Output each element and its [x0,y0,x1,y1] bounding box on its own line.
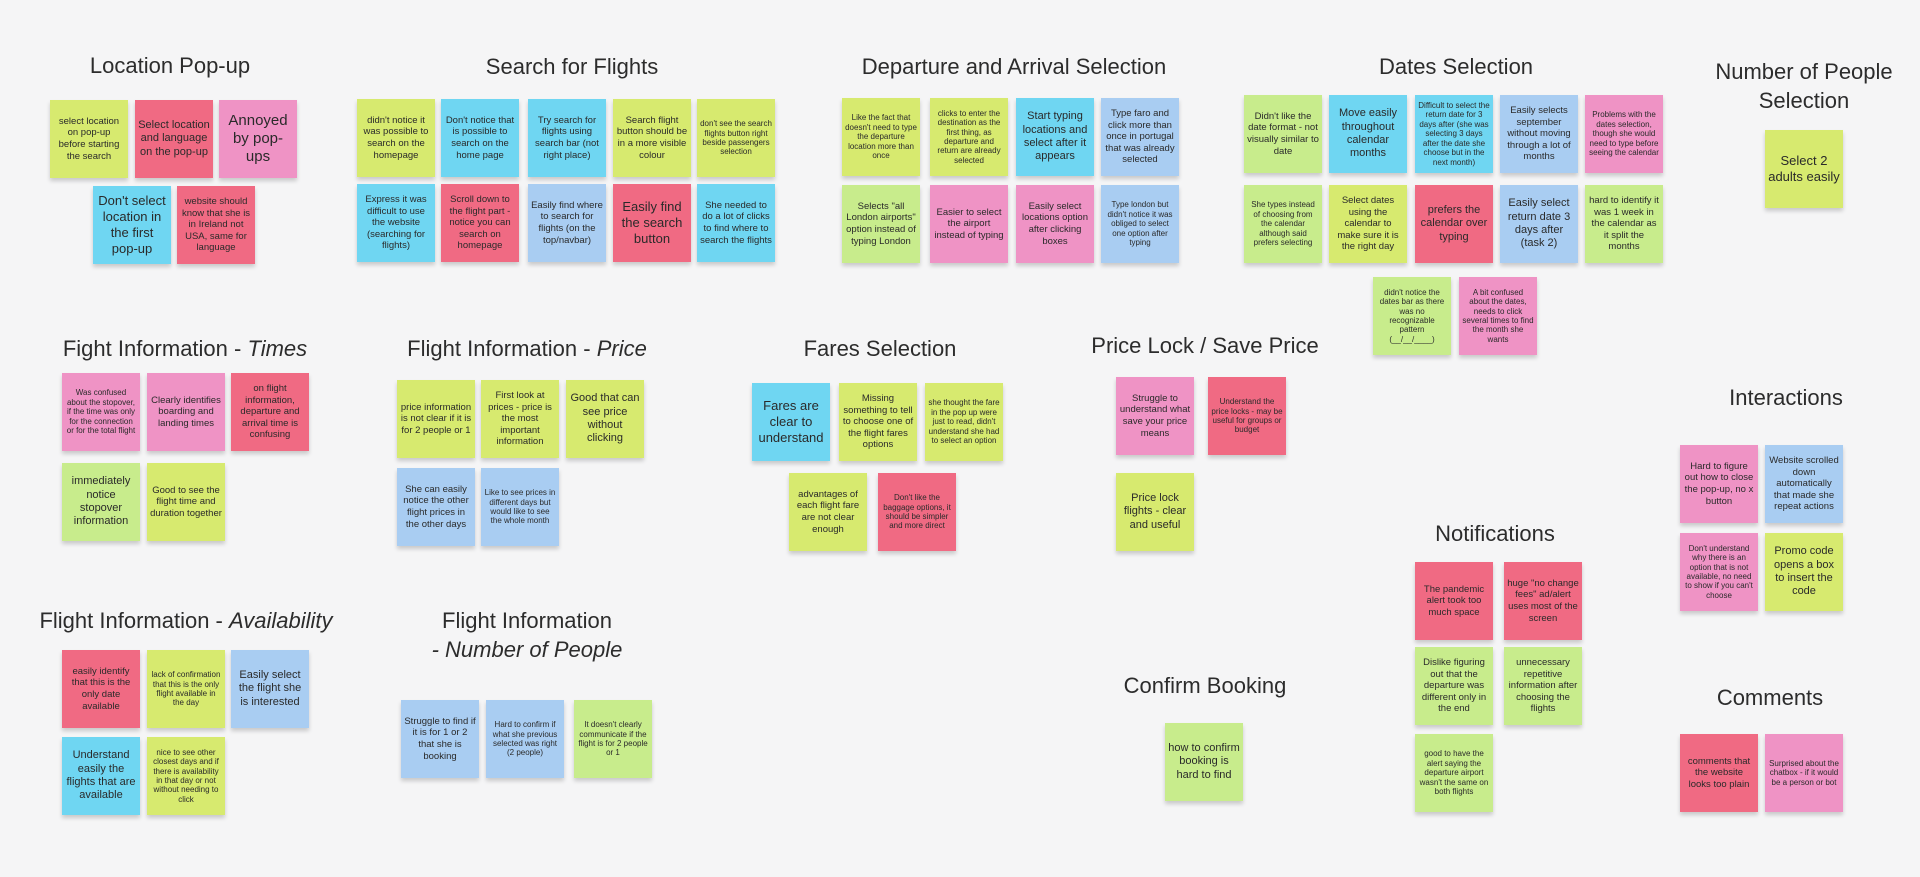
cluster-title-search-flights: Search for Flights [485,54,659,79]
sticky-note[interactable]: Struggle to find if it is for 1 or 2 tha… [401,700,479,778]
sticky-note[interactable]: Don't like the baggage options, it shoul… [878,473,956,551]
sticky-note[interactable]: Start typing locations and select after … [1016,98,1094,176]
sticky-note[interactable]: nice to see other closest days and if th… [147,737,225,815]
sticky-note[interactable]: Good that can see price without clicking [566,380,644,458]
cluster-title-number-of-people: Number of People Selection [1715,59,1893,113]
sticky-note[interactable]: Hard to figure out how to close the pop-… [1680,445,1758,523]
sticky-note[interactable]: unnecessary repetitive information after… [1504,647,1582,725]
cluster-title-fares: Fares Selection [803,336,957,361]
sticky-note[interactable]: Try search for flights using search bar … [528,99,606,177]
sticky-note[interactable]: Easier to select the airport instead of … [930,185,1008,263]
sticky-note[interactable]: Select location and language on the pop-… [135,100,213,178]
sticky-note[interactable]: Search flight button should be in a more… [613,99,691,177]
sticky-note[interactable]: She needed to do a lot of clicks to find… [697,184,775,262]
sticky-note[interactable]: Clearly identifies boarding and landing … [147,373,225,451]
cluster-title-price-lock: Price Lock / Save Price [1091,333,1319,358]
sticky-note[interactable]: easily identify that this is the only da… [62,650,140,728]
sticky-note[interactable]: Understand the price locks - may be usef… [1208,377,1286,455]
sticky-note[interactable]: Like to see prices in different days but… [481,468,559,546]
cluster-title-interactions: Interactions [1729,385,1843,410]
sticky-note[interactable]: Easily select return date 3 days after (… [1500,185,1578,263]
sticky-note[interactable]: price information is not clear if it is … [397,380,475,458]
sticky-note[interactable]: Easily find the search button [613,184,691,262]
sticky-note[interactable]: A bit confused about the dates, needs to… [1459,277,1537,355]
sticky-note[interactable]: Understand easily the flights that are a… [62,737,140,815]
sticky-note[interactable]: Problems with the dates selection, thoug… [1585,95,1663,173]
sticky-note[interactable]: clicks to enter the destination as the f… [930,98,1008,176]
sticky-note[interactable]: Don't select location in the first pop-u… [93,186,171,264]
sticky-note[interactable]: First look at prices - price is the most… [481,380,559,458]
cluster-title-fi-availability: Flight Information - Availability [39,608,333,633]
sticky-note[interactable]: Type faro and click more than once in po… [1101,98,1179,176]
sticky-note[interactable]: Scroll down to the flight part - notice … [441,184,519,262]
sticky-note[interactable]: didn't notice it was possible to search … [357,99,435,177]
sticky-note[interactable]: Website scrolled down automatically that… [1765,445,1843,523]
sticky-note[interactable]: Dislike figuring out that the departure … [1415,647,1493,725]
sticky-note[interactable]: Didn't like the date format - not visual… [1244,95,1322,173]
sticky-note[interactable]: Was confused about the stopover, if the … [62,373,140,451]
sticky-note[interactable]: prefers the calendar over typing [1415,185,1493,263]
sticky-note[interactable]: Price lock flights - clear and useful [1116,473,1194,551]
sticky-note[interactable]: on flight information, departure and arr… [231,373,309,451]
sticky-note[interactable]: select location on pop-up before startin… [50,100,128,178]
sticky-note[interactable]: The pandemic alert took too much space [1415,562,1493,640]
sticky-note[interactable]: Struggle to understand what save your pr… [1116,377,1194,455]
sticky-note[interactable]: didn't notice the dates bar as there was… [1373,277,1451,355]
sticky-note[interactable]: Surprised about the chatbox - if it woul… [1765,734,1843,812]
sticky-note[interactable]: Like the fact that doesn't need to type … [842,98,920,176]
cluster-title-fi-price: Flight Information - Price [407,336,647,361]
sticky-note[interactable]: advantages of each flight fare are not c… [789,473,867,551]
sticky-note[interactable]: good to have the alert saying the depart… [1415,734,1493,812]
sticky-note[interactable]: Selects "all London airports" option ins… [842,185,920,263]
sticky-note[interactable]: hard to identify it was 1 week in the ca… [1585,185,1663,263]
sticky-note[interactable]: Good to see the flight time and duration… [147,463,225,541]
sticky-note[interactable]: immediately notice stopover information [62,463,140,541]
sticky-note[interactable]: She types instead of choosing from the c… [1244,185,1322,263]
sticky-note[interactable]: huge "no change fees" ad/alert uses most… [1504,562,1582,640]
cluster-title-dates: Dates Selection [1378,54,1534,79]
sticky-note[interactable]: comments that the website looks too plai… [1680,734,1758,812]
cluster-title-notifications: Notifications [1435,521,1555,546]
cluster-title-confirm-booking: Confirm Booking [1123,673,1287,698]
sticky-note[interactable]: Missing something to tell to choose one … [839,383,917,461]
sticky-note[interactable]: website should know that she is in Irela… [177,186,255,264]
sticky-note[interactable]: she thought the fare in the pop up were … [925,383,1003,461]
sticky-note[interactable]: It doesn't clearly communicate if the fl… [574,700,652,778]
sticky-note[interactable]: Express it was difficult to use the webs… [357,184,435,262]
sticky-note[interactable]: Easily find where to search for flights … [528,184,606,262]
sticky-note[interactable]: Type london but didn't notice it was obl… [1101,185,1179,263]
sticky-note[interactable]: lack of confirmation that this is the on… [147,650,225,728]
sticky-note[interactable]: She can easily notice the other flight p… [397,468,475,546]
sticky-note[interactable]: Difficult to select the return date for … [1415,95,1493,173]
sticky-note[interactable]: don't see the search flights button righ… [697,99,775,177]
sticky-note[interactable]: Hard to confirm if what she previous sel… [486,700,564,778]
sticky-note[interactable]: Fares are clear to understand [752,383,830,461]
sticky-note[interactable]: how to confirm booking is hard to find [1165,723,1243,801]
sticky-note[interactable]: Move easily throughout calendar months [1329,95,1407,173]
sticky-note[interactable]: Promo code opens a box to insert the cod… [1765,533,1843,611]
sticky-note[interactable]: Easily select locations option after cli… [1016,185,1094,263]
cluster-title-comments: Comments [1716,685,1824,710]
sticky-note[interactable]: Annoyed by pop-ups [219,100,297,178]
sticky-note[interactable]: Easily select the flight she is interest… [231,650,309,728]
cluster-title-fi-times: Fight Information - Times [62,336,308,361]
cluster-title-fi-people: Flight Information - Number of People [431,608,623,662]
sticky-note[interactable]: Don't notice that is possible to search … [441,99,519,177]
cluster-title-departure-arrival: Departure and Arrival Selection [861,54,1167,79]
sticky-note[interactable]: Don't understand why there is an option … [1680,533,1758,611]
sticky-note[interactable]: Easily selects september without moving … [1500,95,1578,173]
sticky-note[interactable]: Select 2 adults easily [1765,130,1843,208]
cluster-title-location-popup: Location Pop-up [89,53,251,78]
sticky-note[interactable]: Select dates using the calendar to make … [1329,185,1407,263]
